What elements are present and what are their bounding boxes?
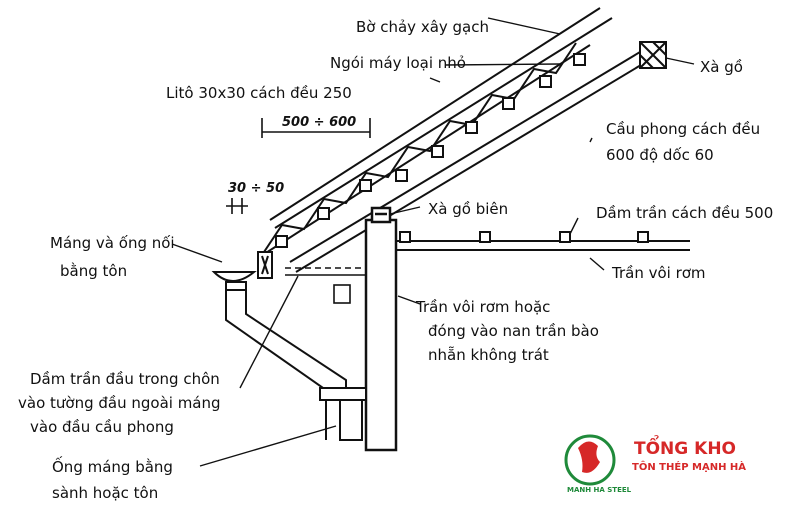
outer-ceiling xyxy=(285,267,366,304)
label-alt-ceiling-2: đóng vào nan trần bào xyxy=(428,322,599,340)
spacing-dimension: 500 ÷ 600 xyxy=(282,115,356,130)
label-ceiling: Trần vôi rơm xyxy=(611,264,706,282)
label-rafter-1: Cầu phong cách đều xyxy=(606,120,760,138)
brand-logo: MANH HA STEEL TỔNG KHO TÔN THÉP MẠNH HÀ xyxy=(564,434,746,494)
brand-tagline: MANH HA STEEL xyxy=(567,486,632,494)
gutter-downpipe xyxy=(211,251,367,441)
roof-layers xyxy=(257,7,647,273)
label-gutter-1: Máng và ống nối xyxy=(50,234,175,252)
ceiling-structure xyxy=(396,231,690,251)
thickness-dimension: 30 ÷ 50 xyxy=(228,181,284,196)
label-end-joist-3: vào đầu cầu phong xyxy=(30,418,174,436)
dimension-markers xyxy=(226,118,371,214)
label-alt-ceiling-1: Trần vôi rơm hoặc xyxy=(415,298,550,316)
leader-lines xyxy=(171,17,695,467)
purlin-block xyxy=(639,41,667,69)
roof-tiles xyxy=(261,42,577,256)
label-gutter-2: bằng tôn xyxy=(60,262,127,280)
label-purlin: Xà gồ xyxy=(700,58,743,76)
brick-wall xyxy=(364,206,398,452)
label-joist: Dầm trần cách đều 500 xyxy=(596,204,773,222)
label-rafter-2: 600 độ dốc 60 xyxy=(606,146,714,164)
label-downpipe-1: Ống máng bằng xyxy=(52,455,173,476)
label-downpipe-2: sành hoặc tôn xyxy=(52,484,158,502)
label-batten: Litô 30x30 cách đều 250 xyxy=(166,84,352,102)
brand-subtitle: TÔN THÉP MẠNH HÀ xyxy=(632,460,746,473)
logo-ring-icon xyxy=(564,434,616,486)
label-end-joist-2: vào tường đầu ngoài máng xyxy=(18,394,221,412)
label-alt-ceiling-3: nhẵn không trát xyxy=(428,346,549,364)
label-end-joist-1: Dầm trần đầu trong chôn xyxy=(30,370,220,388)
roof-battens xyxy=(275,53,586,248)
label-tile: Ngói máy loại nhỏ xyxy=(330,54,466,72)
labels: Bờ chảy xây gạch Ngói máy loại nhỏ Litô … xyxy=(18,18,773,502)
label-edge-purlin: Xà gồ biên xyxy=(428,200,508,218)
brand-name: TỔNG KHO xyxy=(634,434,736,459)
label-gutter-edge: Bờ chảy xây gạch xyxy=(356,18,489,36)
logo-map-icon xyxy=(578,441,600,473)
